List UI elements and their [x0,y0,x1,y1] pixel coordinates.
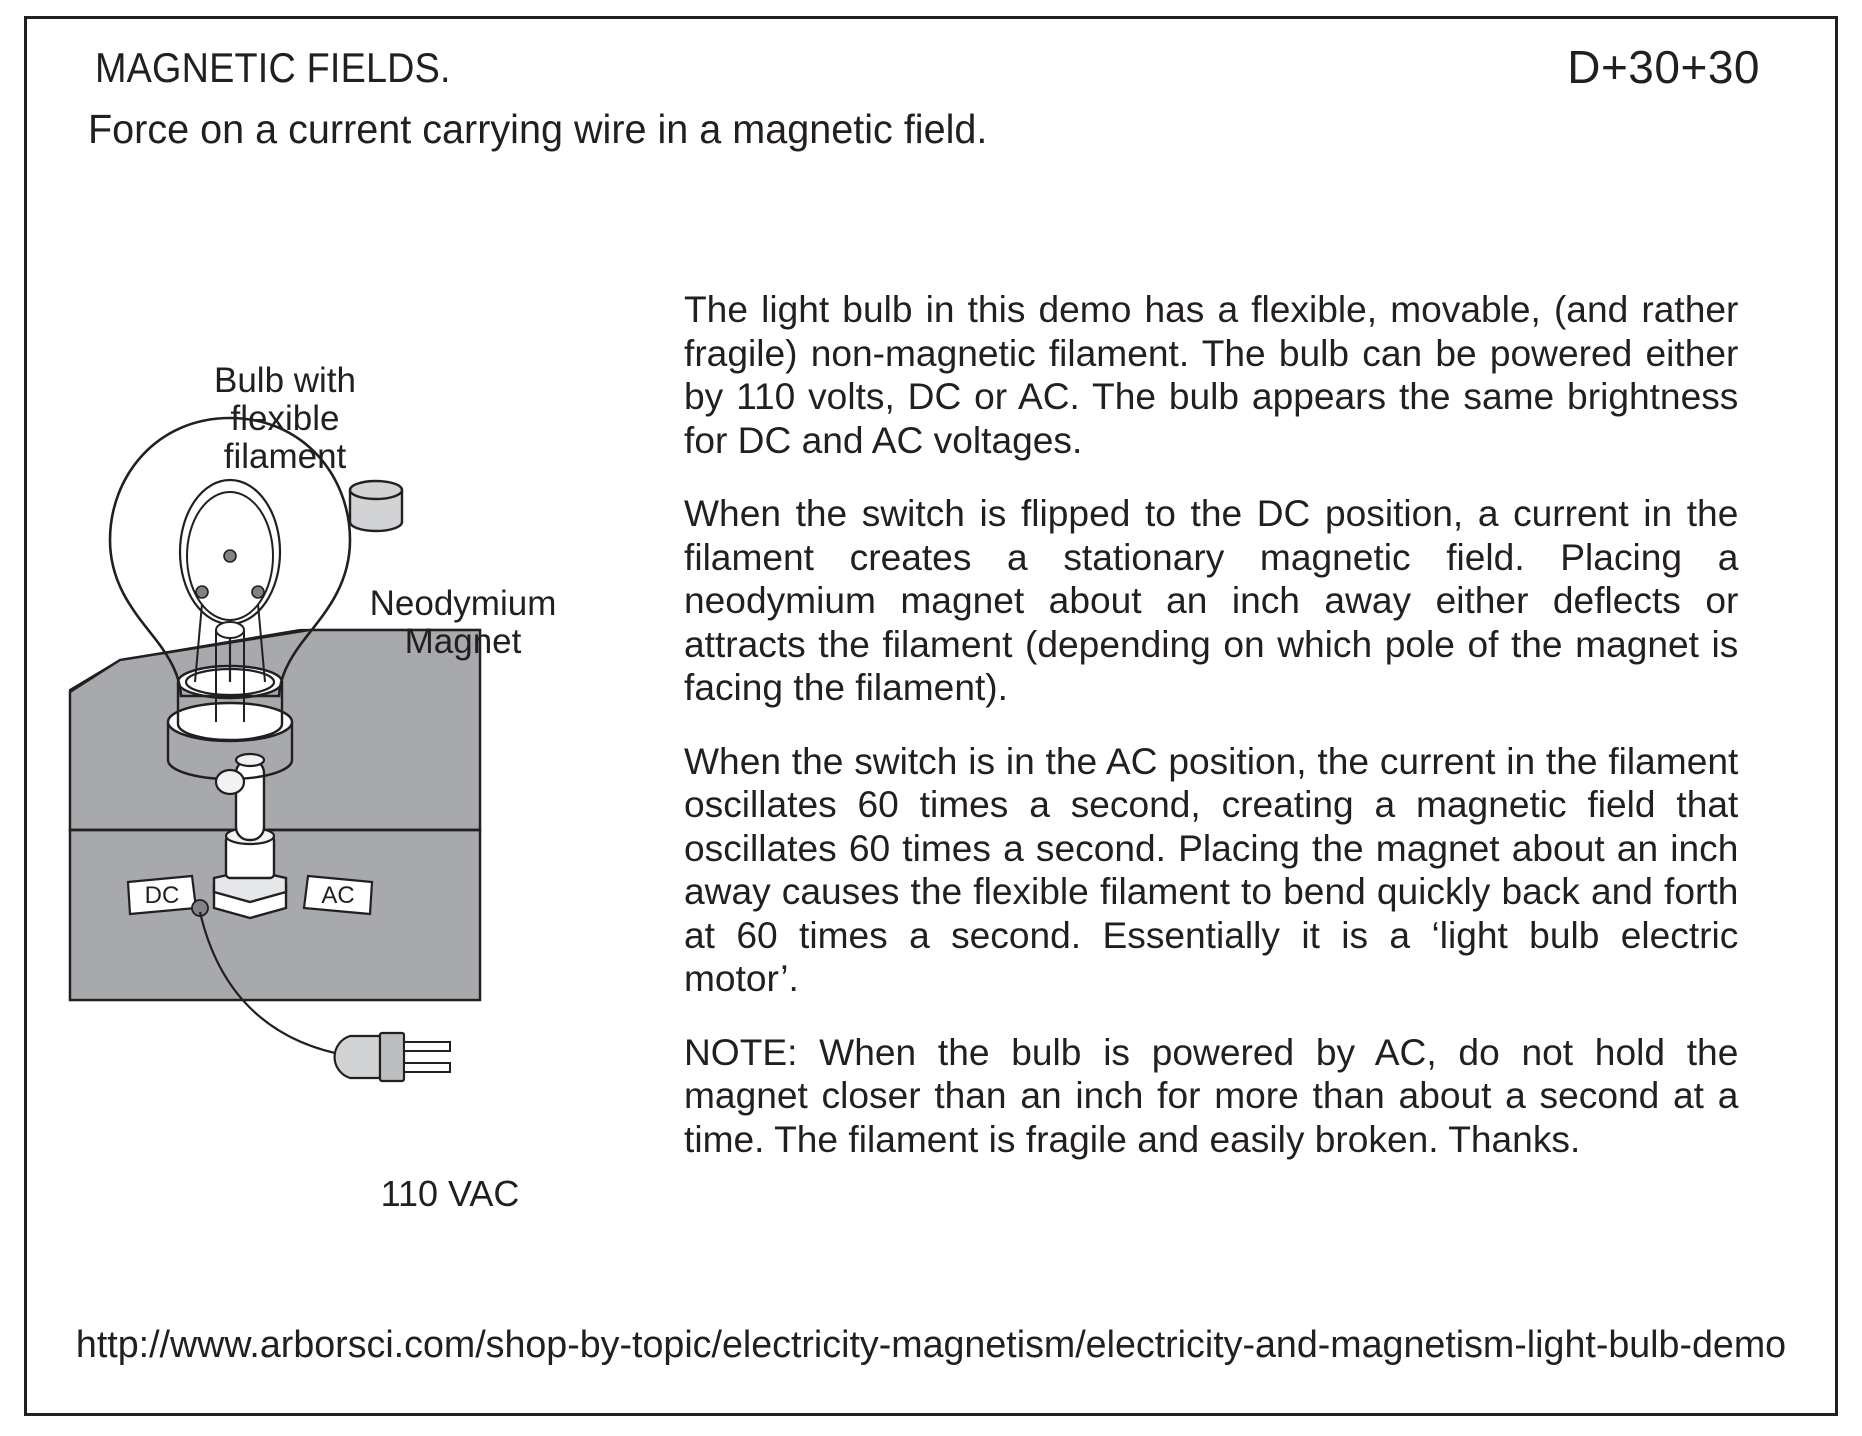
paragraph-intro: The light bulb in this demo has a flexib… [684,288,1739,461]
magnet-label: Neodymium Magnet [369,584,557,661]
page-subtitle: Force on a current carrying wire in a ma… [88,106,988,152]
filament-node-left [195,585,209,599]
power-label: 110 VAC [380,1173,520,1214]
paragraph-ac: When the switch is in the AC position, t… [684,739,1739,1000]
bulb-glass [108,416,352,698]
body-text-column: The light bulb in this demo has a flexib… [684,288,1749,1161]
paragraph-note: NOTE: When the bulb is powered by AC, do… [684,1030,1739,1160]
power-cord [191,899,351,1058]
bulb-label: Bulb with flexible filament [213,361,357,476]
plug-prong-bottom [403,1062,451,1073]
filament-node-right [251,585,265,599]
switch-label-ac: AC [302,874,374,916]
neodymium-magnet [348,479,404,533]
plug-prong-top [403,1041,451,1052]
paragraph-dc: When the switch is flipped to the DC pos… [684,492,1739,708]
apparatus-drawing: DC AC [68,416,482,1083]
filament-node-top [223,549,237,563]
bulb-socket [166,664,294,796]
power-plug [333,1031,451,1083]
catalog-code: D+30+30 [1567,41,1760,93]
switch-label-dc-text: DC [145,882,180,909]
filament-supports [194,549,266,722]
page-title: MAGNETIC FIELDS. [95,44,451,91]
source-url[interactable]: http://www.arborsci.com/shop-by-topic/el… [75,1324,1787,1366]
switch-label-ac-text: AC [321,882,354,909]
switch-label-dc: DC [126,874,198,916]
apparatus-diagram: Bulb with flexible filament Neodymium Ma… [50,330,650,1270]
